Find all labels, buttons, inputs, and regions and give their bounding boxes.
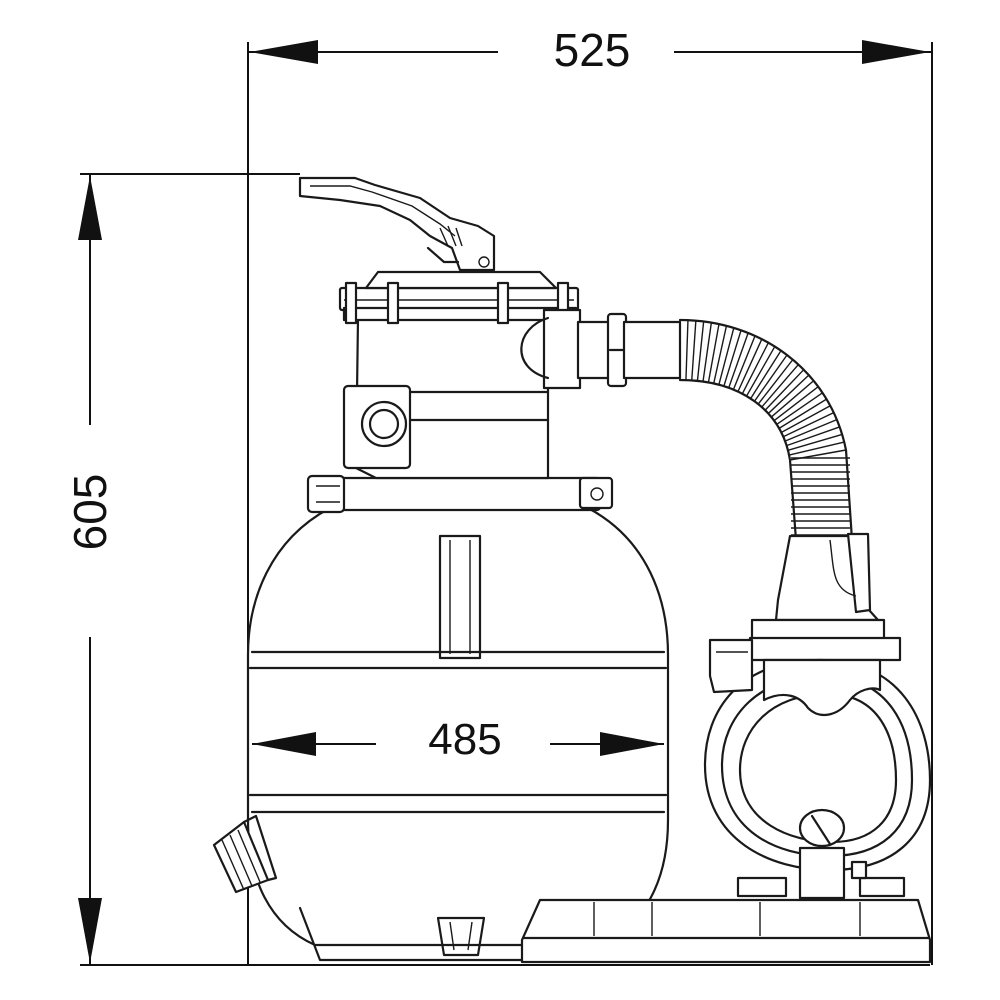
arrow-left	[252, 732, 316, 756]
clamp-ring	[306, 474, 614, 514]
valve-handle	[298, 176, 496, 272]
width-label: 525	[554, 24, 631, 76]
hose-rib	[757, 359, 794, 405]
hose-rib	[786, 426, 840, 447]
hose-rib	[737, 338, 763, 392]
hose-rib	[778, 398, 827, 429]
arrow-up	[78, 176, 102, 240]
height-label: 605	[64, 474, 116, 551]
pump	[703, 532, 932, 900]
hose-rib	[787, 433, 843, 451]
base-plate	[520, 898, 932, 964]
hose-rib	[761, 364, 799, 408]
hose-rib	[753, 354, 788, 402]
arrow-left	[250, 40, 318, 64]
hose-rib	[732, 335, 756, 390]
hose-rib	[776, 392, 823, 426]
hose-rib	[784, 419, 838, 442]
drain-cap	[212, 814, 278, 894]
hose-rib	[750, 350, 782, 399]
hose-rib	[773, 386, 819, 422]
hose-rib	[728, 332, 749, 389]
hose-rib	[788, 441, 845, 456]
multiport-valve	[338, 270, 682, 480]
filter-tank	[246, 506, 670, 962]
hose-rib	[745, 346, 776, 397]
corrugated-hose	[678, 318, 854, 542]
hose-rib	[767, 374, 810, 415]
hose-rib	[782, 411, 835, 438]
arrow-right	[600, 732, 664, 756]
dimension-overall-width: 525	[247, 20, 933, 965]
hose-rib	[691, 320, 697, 381]
hose-rib	[764, 369, 805, 411]
hose-rib	[770, 380, 815, 418]
hose-rib	[718, 327, 735, 385]
hose-rib	[702, 322, 713, 382]
diameter-label: 485	[428, 715, 501, 764]
hose-rib	[780, 405, 831, 434]
arrow-down	[78, 898, 102, 963]
hose-rib	[696, 321, 705, 381]
hose-rib	[713, 325, 728, 384]
dimension-overall-height: 605	[62, 173, 930, 966]
dimension-tank-diameter: 485	[252, 715, 664, 764]
arrow-right	[862, 40, 930, 64]
hose-rib	[723, 330, 742, 387]
hose-rib	[741, 342, 770, 395]
hose-rib	[707, 323, 720, 383]
hose-rib	[685, 320, 689, 381]
